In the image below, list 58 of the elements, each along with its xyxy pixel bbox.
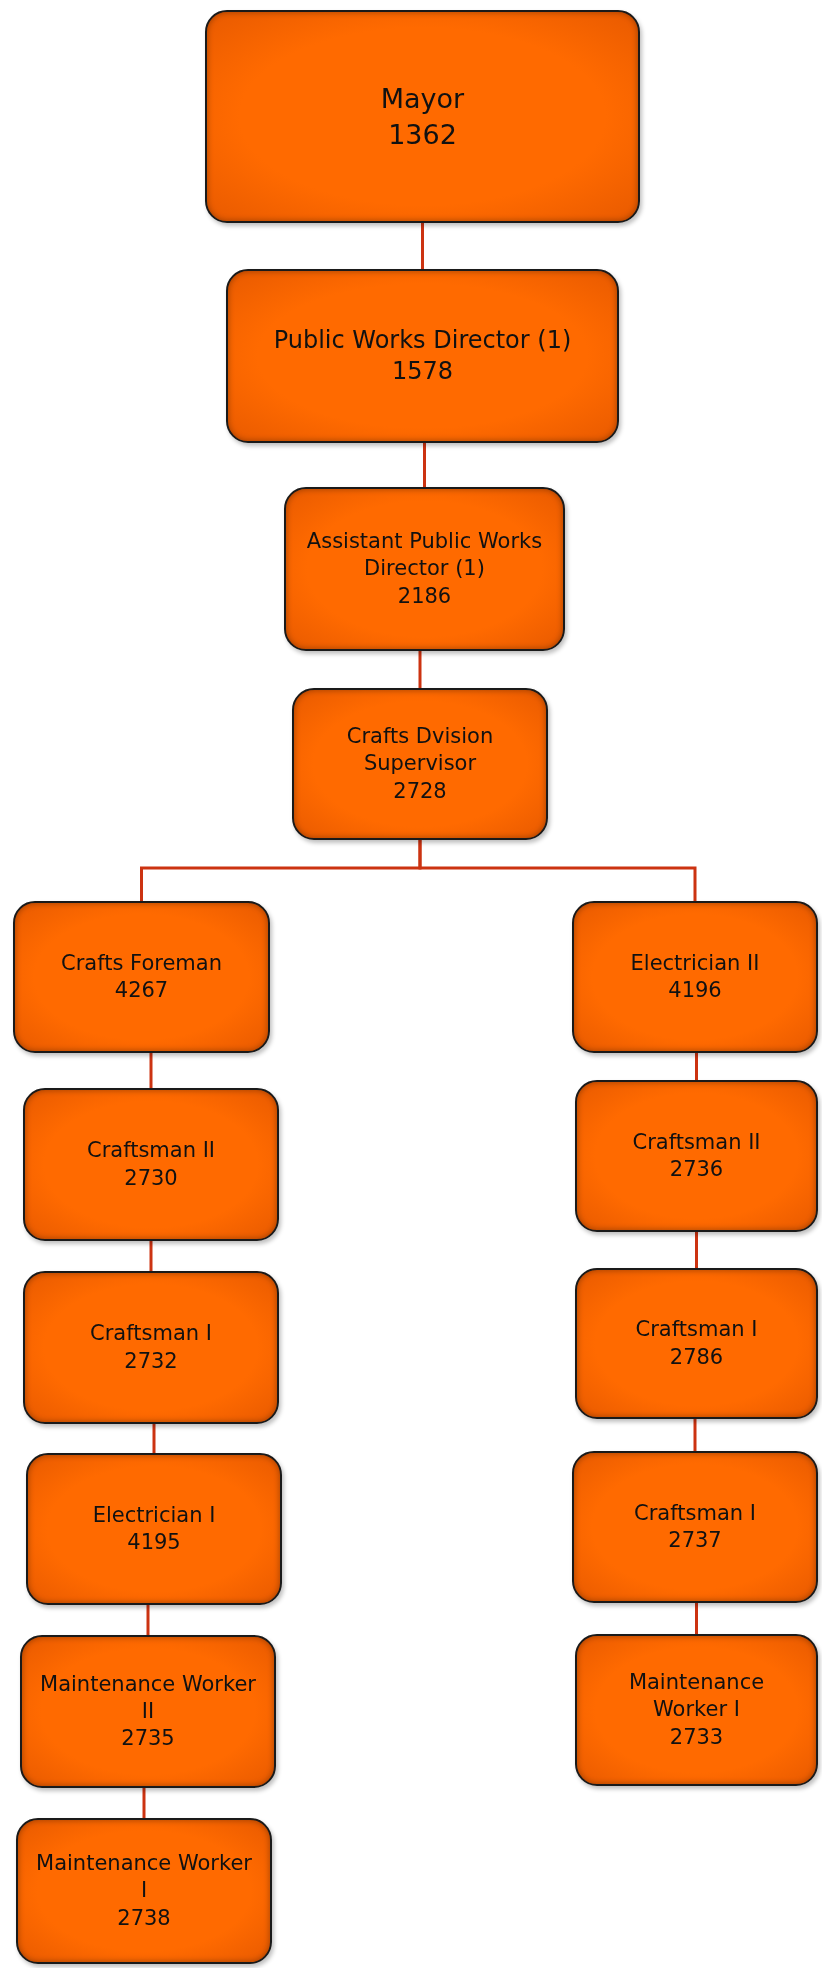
position-title: Craftsman I [634,1499,756,1527]
position-title: Electrician I [92,1501,216,1529]
position-box [284,487,565,651]
position-number: 2730 [124,1164,178,1192]
position-box [575,1080,818,1232]
position-number: 2733 [669,1723,724,1751]
position-box [13,901,270,1053]
position-title: Maintenance Worker I [627,1669,766,1724]
connector-line [146,1605,150,1635]
position-box [575,1268,818,1419]
position-box [16,1818,272,1964]
position-number: 2736 [669,1156,724,1183]
connector-line [421,223,424,269]
position-box [572,1451,818,1603]
connector-line [418,651,422,688]
position-number: 2738 [117,1904,171,1932]
position-box [575,1634,818,1786]
position-box [205,10,640,223]
connector-line [149,1241,153,1271]
position-title: Craftsman I [90,1320,212,1348]
position-number: 4195 [127,1529,181,1556]
connector-line [418,840,697,901]
position-title: Assistant Public Works Director (1) [305,528,544,583]
position-title: Public Works Director (1) [273,324,572,356]
position-box [20,1635,276,1788]
connector-line [423,443,426,487]
position-title: Maintenance Worker II [39,1670,257,1725]
position-number: 2737 [668,1527,722,1554]
connector-line [695,1603,698,1634]
position-number: 1362 [388,117,457,152]
position-box [26,1453,282,1605]
position-box [226,269,619,443]
connector-line [152,1424,156,1453]
position-title: Maintenance Worker I [35,1850,253,1905]
position-number: 4267 [114,977,169,1004]
position-number: 1578 [391,356,454,387]
position-box [23,1088,279,1241]
position-number: 4196 [668,977,722,1004]
position-box [572,901,818,1053]
position-title: Craftsman II [632,1128,761,1156]
position-number: 2728 [393,777,447,805]
position-title: Mayor [380,82,465,117]
connector-line [695,1232,698,1268]
position-title: Craftsman I [635,1316,758,1344]
position-box [292,688,548,840]
connector-line [142,1788,146,1818]
position-title: Crafts Dvision Supervisor [345,723,495,778]
position-box [23,1271,279,1424]
position-title: Electrician II [630,949,760,977]
position-title: Craftsman II [86,1137,216,1165]
position-title: Crafts Foreman [61,949,222,977]
position-number: 2732 [124,1347,178,1375]
connector-line [149,1053,153,1088]
connector-line [695,1053,698,1080]
position-number: 2186 [397,582,452,610]
position-number: 2786 [669,1343,724,1371]
position-number: 2735 [121,1725,175,1753]
connector-line [693,1419,697,1451]
